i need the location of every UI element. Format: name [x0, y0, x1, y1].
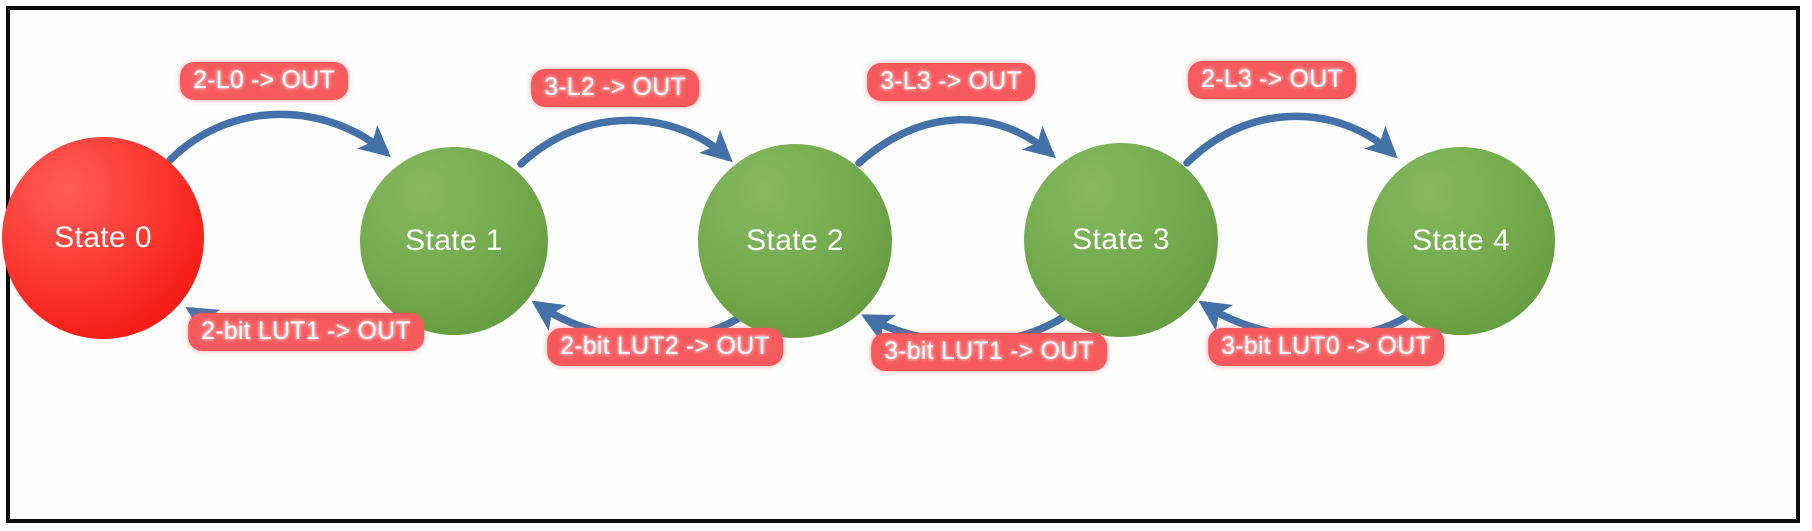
transition-label-state1-state2: 3-L2 -> OUT: [531, 69, 699, 107]
state-node-label: State 4: [1412, 224, 1510, 257]
transition-label-state4-state3: 3-bit LUT0 -> OUT: [1208, 328, 1444, 366]
state-node-state0[interactable]: State 0: [2, 137, 204, 339]
state-node-state1[interactable]: State 1: [360, 147, 548, 335]
arrow-state0-to-state1: [166, 110, 391, 164]
state-node-state4[interactable]: State 4: [1367, 147, 1555, 335]
transition-label-state3-state4: 2-L3 -> OUT: [1188, 61, 1356, 99]
arrow-state3-to-state4: [1183, 112, 1398, 167]
transition-label-state2-state3: 3-L3 -> OUT: [867, 63, 1035, 101]
transition-label-state3-state2: 3-bit LUT1 -> OUT: [871, 333, 1107, 371]
state-node-state2[interactable]: State 2: [698, 144, 892, 338]
state-node-label: State 0: [54, 221, 152, 254]
transition-label-state1-state0: 2-bit LUT1 -> OUT: [188, 313, 424, 351]
state-node-label: State 2: [746, 224, 844, 257]
arrow-state2-to-state3: [855, 116, 1056, 167]
transition-label-state2-state1: 2-bit LUT2 -> OUT: [547, 328, 783, 366]
state-node-label: State 1: [405, 224, 503, 257]
state-node-state3[interactable]: State 3: [1024, 143, 1218, 337]
state-node-label: State 3: [1072, 223, 1170, 256]
transition-label-state0-state1: 2-L0 -> OUT: [180, 62, 348, 100]
arrow-state1-to-state2: [517, 116, 733, 168]
